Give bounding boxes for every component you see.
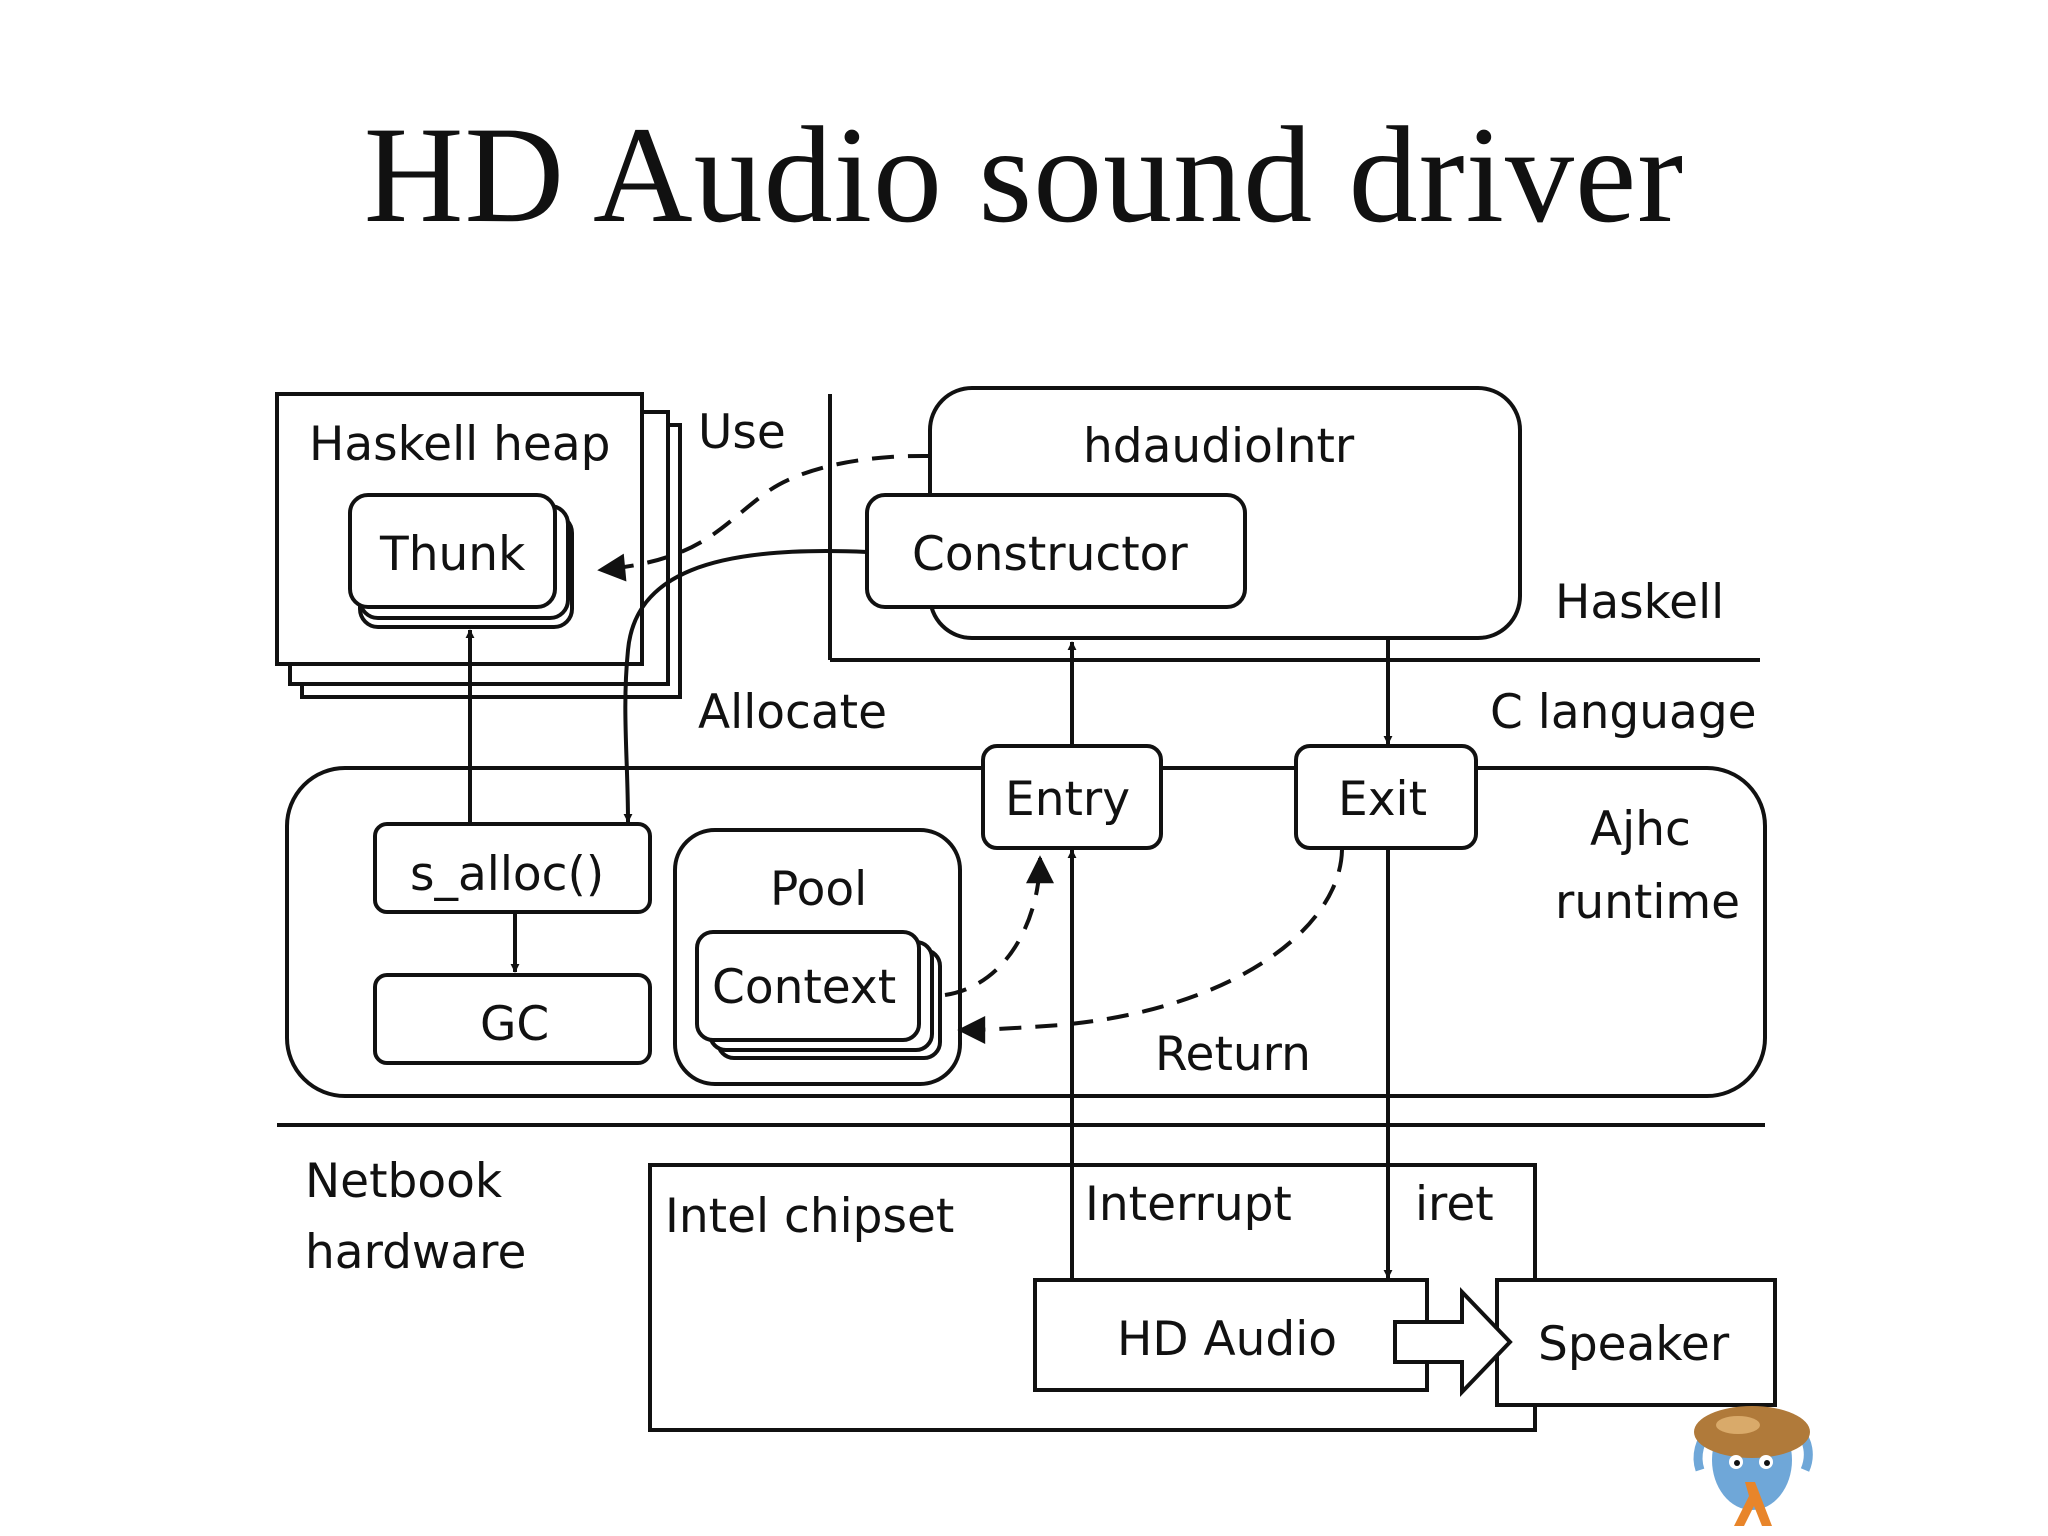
audio-output-arrow [1393,1287,1513,1397]
context-to-entry-arrow [944,855,1054,997]
context-label: Context [712,960,896,1015]
return-arrow [957,849,1344,1044]
slide-title: HD Audio sound driver [363,98,1685,251]
allocate-label: Allocate [698,685,887,740]
exit-label: Exit [1338,772,1427,827]
haskell-label: Haskell [1555,575,1724,630]
s-alloc-label: s_alloc() [410,847,604,902]
hd-audio-label: HD Audio [1117,1312,1337,1367]
s-alloc-box [373,822,652,914]
hdaudio-intr-label: hdaudioIntr [1083,419,1355,474]
use-arrow [597,453,931,582]
runtime-label: runtime [1555,875,1740,930]
gc-box [373,973,652,1065]
haskell-heap-label: Haskell heap [309,417,610,472]
constructor-label: Constructor [912,527,1188,582]
interrupt-label: Interrupt [1085,1177,1292,1232]
iret-label: iret [1415,1177,1494,1232]
speaker-label: Speaker [1538,1317,1730,1372]
thunk-label: Thunk [379,527,526,582]
intel-chipset-label: Intel chipset [665,1189,954,1244]
pool-label: Pool [770,862,867,917]
mascot-logo [1693,1406,1813,1526]
entry-label: Entry [1005,772,1130,827]
allocate-arrow [623,549,868,823]
return-label: Return [1155,1027,1311,1082]
gc-label: GC [480,997,549,1052]
ajhc-label: Ajhc [1590,802,1691,857]
c-language-label: C language [1490,685,1757,740]
hardware-label: hardware [305,1225,526,1280]
speaker-box [1495,1278,1777,1407]
thunk-box [348,493,557,609]
netbook-label: Netbook [305,1154,503,1209]
context-box [695,930,921,1042]
use-label: Use [698,405,786,460]
